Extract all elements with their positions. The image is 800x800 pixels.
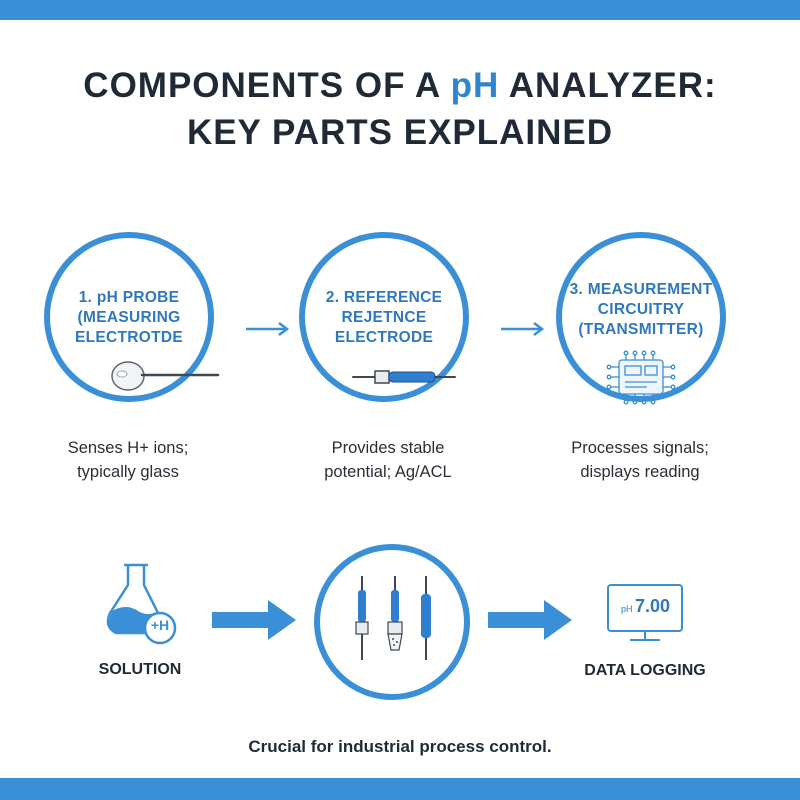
component-label-measurement-circuitry: 3. MEASUREMENT CIRCUITRY (TRANSMITTER) [569,281,713,338]
solution-label: SOLUTION [98,661,182,678]
arrow-2-to-3 [501,322,545,336]
circuit-chip-icon [606,350,676,405]
component-circle-reference-electrode: 2. REFERENCE REJETNCE ELECTRODE [299,232,469,402]
flow-arrow-2 [488,600,572,640]
footer-note: Crucial for industrial process control. [248,737,552,756]
bottom-accent-bar [0,778,800,800]
electrodes-icon [355,576,431,660]
component-label-reference-electrode: 2. REFERENCE REJETNCE ELECTRODE [325,289,443,346]
top-accent-bar [0,0,800,20]
flask-ion-label: +H [150,617,170,633]
flow-arrow-1 [212,600,296,640]
reference-electrode-icon [352,370,456,384]
component-desc-reference-electrode: Provides stable potential; Ag/ACL [324,439,452,481]
component-desc-ph-probe: Senses H+ ions; typically glass [67,439,189,481]
monitor-ph-value: 7.00 [635,596,671,616]
component-circle-ph-probe: 1. pH PROBE (MEASURING ELECTROTDE [44,232,220,402]
monitor-ph-small: pH [621,604,633,614]
ph-probe-icon [111,361,220,391]
electrodes-circle [314,544,470,700]
monitor-icon [607,584,683,641]
data-logging-label: DATA LOGGING [584,662,706,679]
component-label-ph-probe: 1. pH PROBE (MEASURING ELECTROTDE [74,289,184,346]
component-circle-measurement-circuitry: 3. MEASUREMENT CIRCUITRY (TRANSMITTER) [556,232,726,405]
page-title: COMPONENTS OF A pH ANALYZER: KEY PARTS E… [83,66,717,152]
component-desc-measurement-circuitry: Processes signals; displays reading [571,439,709,481]
arrow-1-to-2 [246,322,290,336]
flask-icon [106,563,177,645]
